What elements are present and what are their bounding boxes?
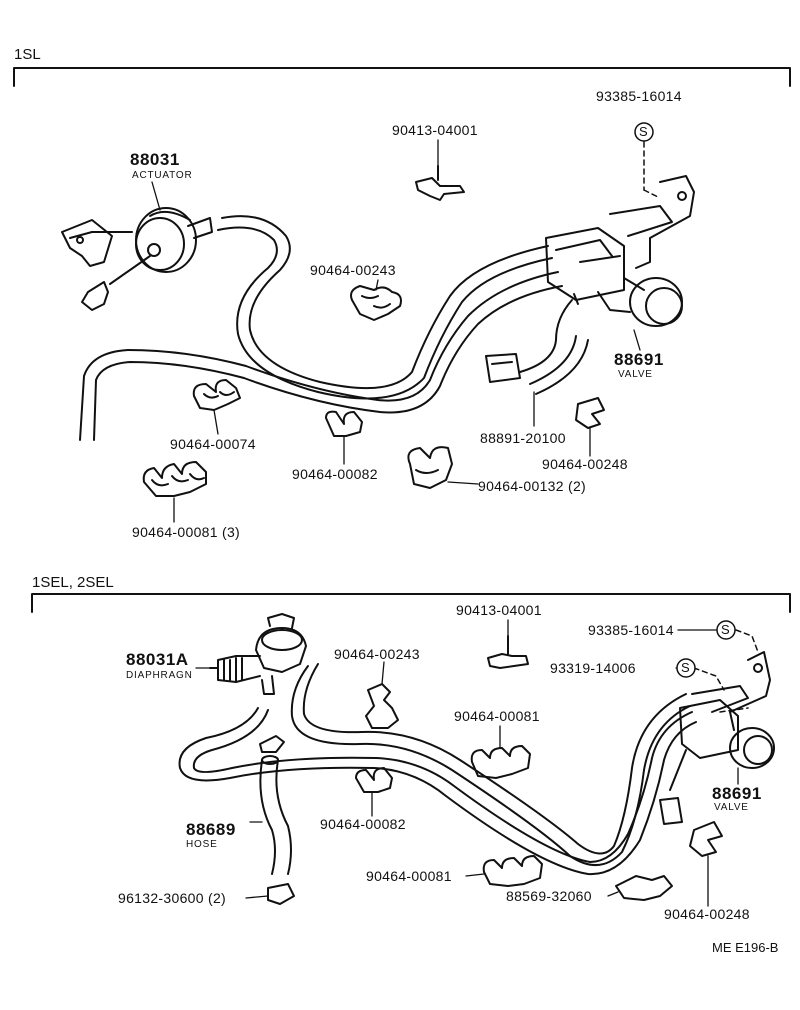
part-number: 90464-00074 xyxy=(170,436,256,452)
wire-1sl xyxy=(519,299,573,373)
part-number: 93385-16014 xyxy=(588,622,674,638)
section-frame-1sl xyxy=(13,67,791,87)
section-frame-1sel-2sel xyxy=(31,593,791,613)
part-name: ACTUATOR xyxy=(132,170,193,181)
part-number: 88891-20100 xyxy=(480,430,566,446)
part-number: 88569-32060 xyxy=(506,888,592,904)
part-number: 90413-04001 xyxy=(456,602,542,618)
clamp-90464-00081-2sel-a xyxy=(470,745,531,779)
actuator-88031 xyxy=(61,207,213,311)
hose-1sl-b xyxy=(79,271,559,441)
part-number: 88691 xyxy=(614,350,664,369)
part-name: VALVE xyxy=(618,369,653,380)
part-number: 90464-00248 xyxy=(664,906,750,922)
part-number: 90413-04001 xyxy=(392,122,478,138)
part-number: 93385-16014 xyxy=(596,88,682,104)
hose-2sel-b xyxy=(178,707,697,876)
leaders-2sel xyxy=(195,619,739,907)
clamp-90464-00132 xyxy=(407,446,453,489)
s-marker-icon: S xyxy=(681,660,690,675)
part-number: 88031 xyxy=(130,150,180,169)
hose-1sl-a-inner xyxy=(217,226,553,400)
clamp-90464-00081-2sel-b xyxy=(482,855,543,887)
part-number: 90464-00081 xyxy=(454,708,540,724)
clamp-90464-00243-2sel xyxy=(365,683,399,729)
tee-90413-1sl xyxy=(415,165,465,201)
part-number: 88689 xyxy=(186,820,236,839)
part-name: VALVE xyxy=(714,802,749,813)
hose-2sel-a-inner xyxy=(302,663,687,855)
hose-1sl-b-inner xyxy=(93,285,563,441)
part-number: 90464-00132 (2) xyxy=(478,478,587,494)
tee-90413-2sel xyxy=(487,635,529,669)
connector-88891 xyxy=(485,353,521,383)
s-marker-icon: S xyxy=(721,622,730,637)
short-hose-1sl xyxy=(529,335,589,395)
clamp-90464-00248-1sl xyxy=(575,397,605,429)
clamp-90464-00082 xyxy=(325,410,363,437)
dash-2sel xyxy=(693,629,759,713)
clamp-90464-00082-2sel xyxy=(355,767,393,793)
part-number: 88691 xyxy=(712,784,762,803)
part-number: 90464-00082 xyxy=(320,816,406,832)
part-number: 90464-00081 xyxy=(366,868,452,884)
valve-88691-1sl xyxy=(545,175,695,327)
clamp-90464-00081-1sl xyxy=(142,461,207,497)
hose-2sel-b-inner xyxy=(192,709,693,863)
part-number: 88031A xyxy=(126,650,189,669)
part-number: 90464-00243 xyxy=(310,262,396,278)
leaders-1sl xyxy=(151,139,641,523)
clamp-90464-00243-1sl xyxy=(350,285,402,321)
reference-code: ME E196-B xyxy=(712,940,779,955)
section-title-1sel-2sel: 1SEL, 2SEL xyxy=(32,574,114,591)
hose-1sl-a xyxy=(221,215,549,390)
part-number: 93319-14006 xyxy=(550,660,636,676)
part-number: 90464-00243 xyxy=(334,646,420,662)
part-name: HOSE xyxy=(186,839,218,850)
hose-2sel-a xyxy=(290,665,691,866)
clamp-88569-32060 xyxy=(615,875,673,901)
clip-96132 xyxy=(259,735,295,905)
part-number: 90464-00248 xyxy=(542,456,628,472)
diaphragm-88031A xyxy=(209,613,307,695)
s-marker-icon: S xyxy=(639,124,648,139)
part-number: 90464-00081 (3) xyxy=(132,524,241,540)
clamp-90464-00074 xyxy=(192,379,241,411)
clamp-90464-00248-2sel xyxy=(689,821,723,857)
section-title-1sl: 1SL xyxy=(14,46,41,63)
part-number: 90464-00082 xyxy=(292,466,378,482)
part-number: 96132-30600 (2) xyxy=(118,890,227,906)
hose-88689 xyxy=(259,759,292,875)
part-name: DIAPHRAGN xyxy=(126,670,193,681)
valve-88691-2sel xyxy=(659,651,775,825)
